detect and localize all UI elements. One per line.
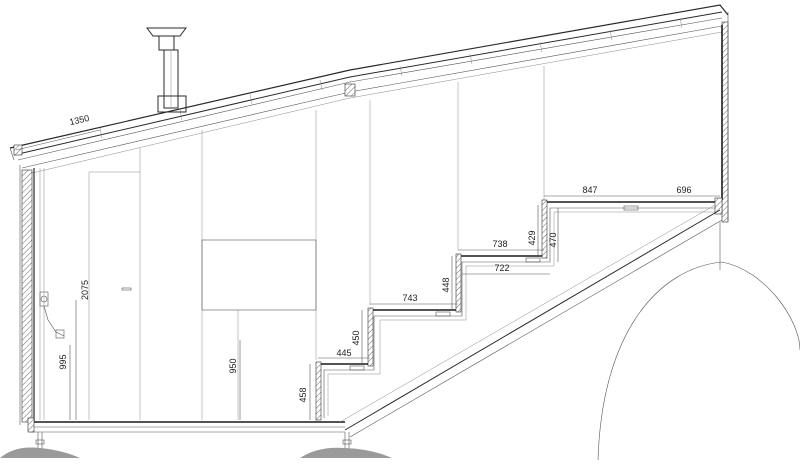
dim-step3-tread-bottom: 722 [494,263,509,273]
chimney [146,27,187,113]
dim-step3-tread-top: 738 [492,239,507,249]
dim-step4-rise-a: 429 [527,230,537,245]
front-wall [19,165,45,425]
dim-roof-overhang: 1350 [68,113,90,127]
staircase [315,197,723,421]
dim-landing-a: 847 [582,185,597,195]
stair-brackets [349,205,639,371]
dim-step1-tread: 445 [336,348,351,358]
floor [27,417,345,433]
dim-step2-rise: 450 [351,330,361,345]
dim-landing-b: 696 [676,185,691,195]
dim-panel-height: 950 [228,358,238,373]
dimension-lines [15,129,720,420]
interior-lines [88,66,545,420]
window-crank [39,291,65,339]
wall-opening [201,239,317,311]
dim-door-height: 2075 [80,280,90,300]
support-legs [35,432,352,455]
dim-window-sill: 995 [58,354,68,369]
back-wall [719,12,729,270]
roof [9,4,729,175]
ground [0,261,800,461]
dimension-labels: 1350 2075 995 950 458 445 450 743 448 73… [58,113,692,403]
dim-step1-rise: 458 [298,387,308,402]
dim-step2-tread: 743 [402,293,417,303]
door-handle [121,287,132,291]
dim-step3-rise: 448 [441,277,451,292]
underside-slope [339,204,723,438]
dim-step4-rise-b: 470 [548,232,558,247]
